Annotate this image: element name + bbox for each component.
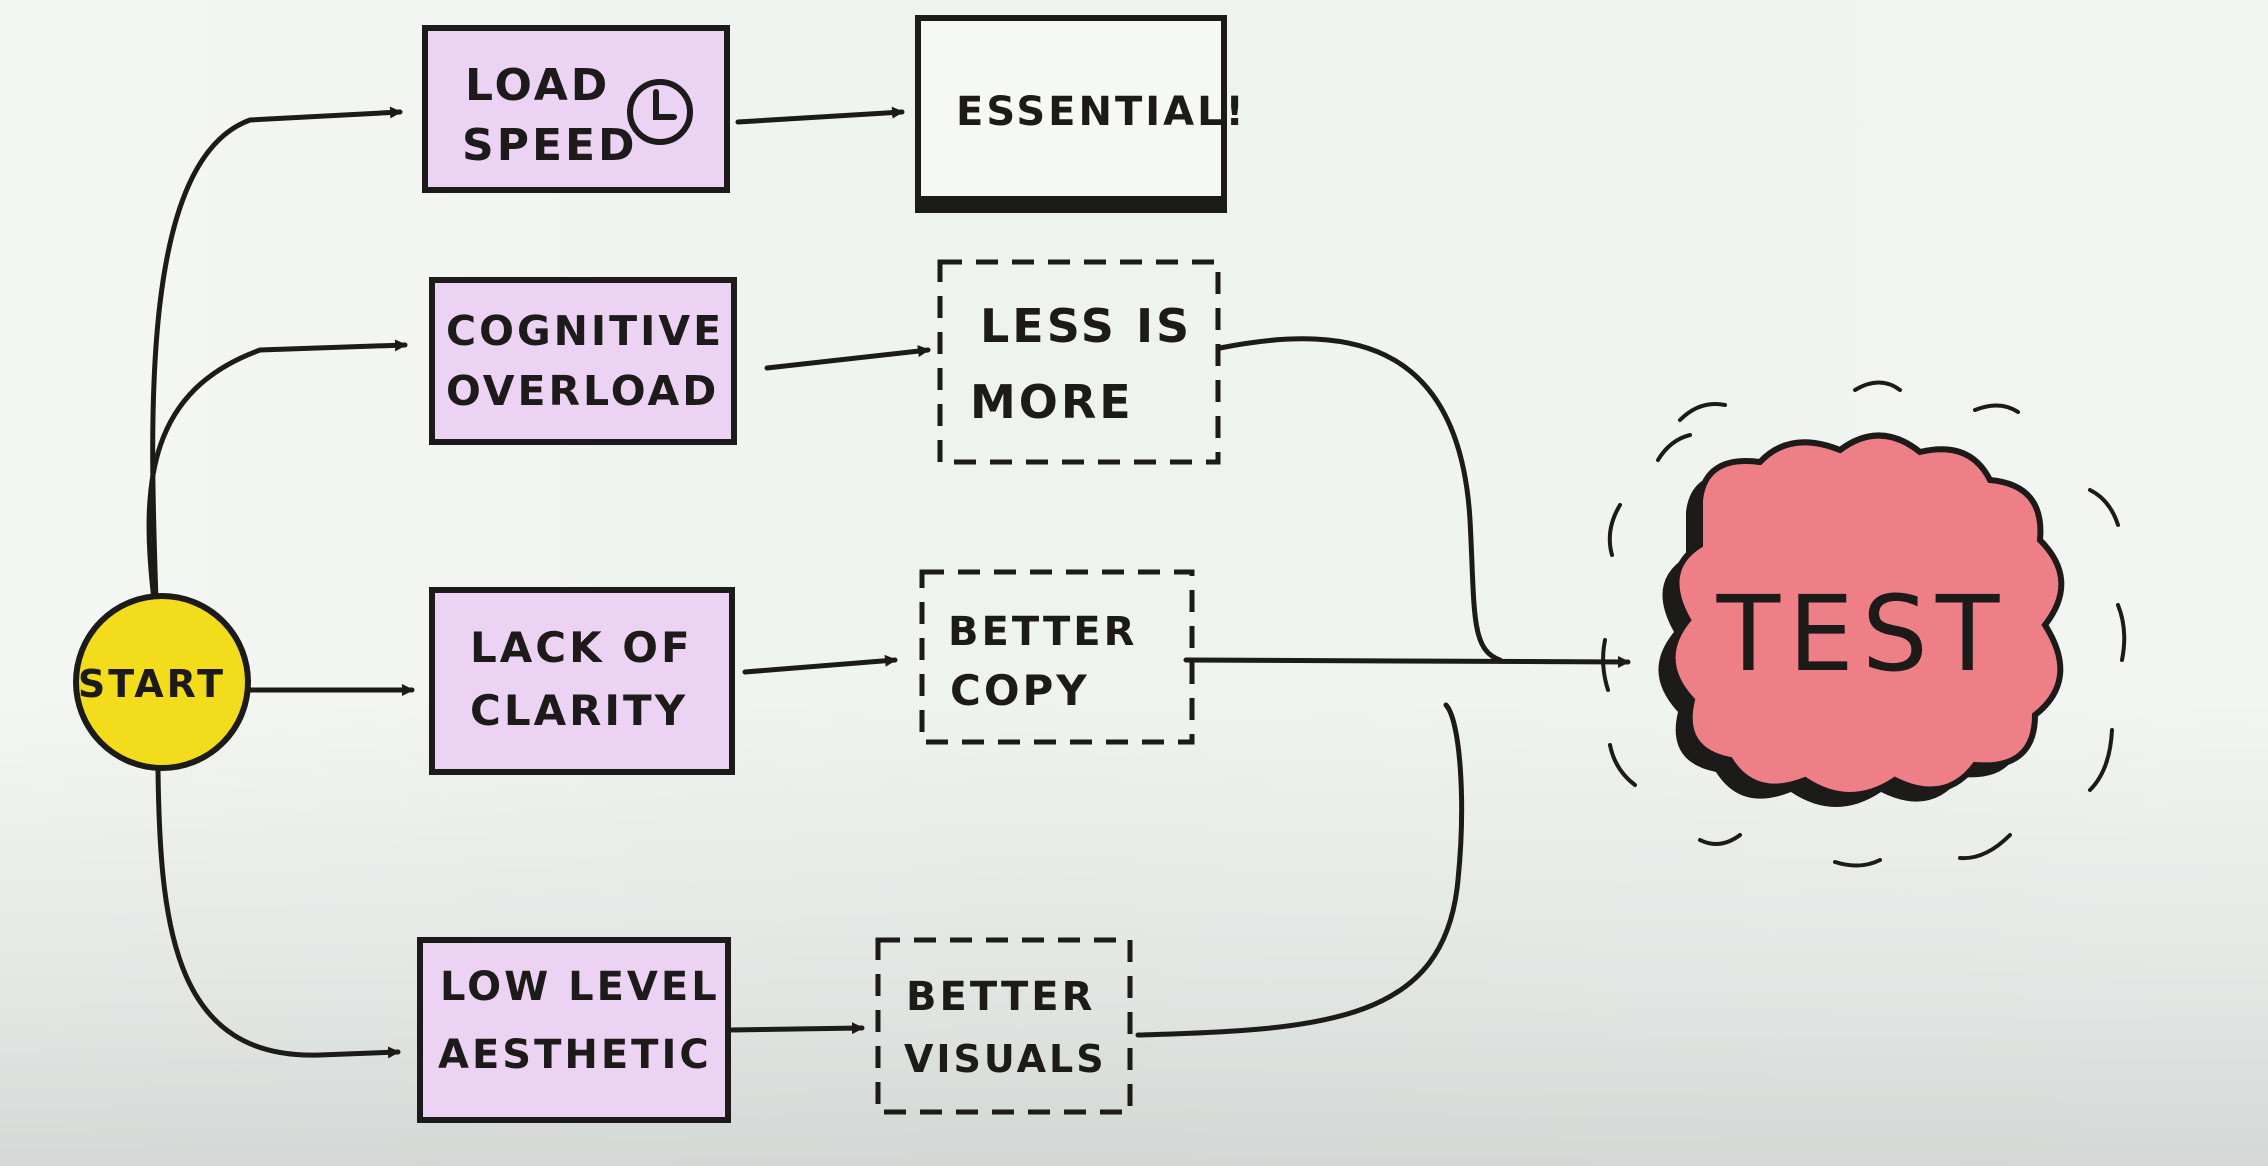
edge-load-speed-essential	[735, 106, 905, 125]
node-better-visuals: BETTER VISUALS	[875, 937, 1133, 1115]
better-visuals-line-2: VISUALS	[904, 1037, 1107, 1081]
lack-of-clarity-box	[429, 587, 735, 775]
edge-better-visuals-test	[1135, 702, 1465, 1038]
node-test: TEST	[1601, 380, 2127, 868]
low-level-aesthetic-line-1: LOW LEVEL	[440, 964, 720, 1010]
low-level-aesthetic-line-2: AESTHETIC	[438, 1032, 712, 1078]
clock-icon	[627, 79, 693, 145]
edge-low-level-aesthetic-better-visuals	[727, 1022, 865, 1035]
test-label: TEST	[1716, 573, 2008, 695]
node-better-copy: BETTER COPY	[919, 569, 1195, 745]
lack-of-clarity-line-2: CLARITY	[470, 686, 688, 735]
cognitive-overload-line-2: OVERLOAD	[446, 367, 719, 415]
lack-of-clarity-line-1: LACK OF	[470, 623, 693, 672]
edge-start-low-level-aesthetic	[155, 767, 401, 1059]
test-cloud	[1669, 432, 2065, 798]
better-copy-line-1: BETTER	[948, 609, 1137, 655]
node-cognitive-overload: COGNITIVE OVERLOAD	[429, 277, 737, 445]
load-speed-line-1: LOAD	[465, 60, 610, 111]
node-less-is-more: LESS IS MORE	[937, 259, 1221, 465]
essential-box-shadow	[918, 196, 1224, 210]
start-circle	[73, 593, 251, 771]
test-emphasis-halo	[1601, 380, 2127, 868]
essential-label: ESSENTIAL!	[956, 89, 1247, 135]
better-visuals-box	[875, 937, 1133, 1115]
connectors-problem-solution	[727, 106, 931, 1035]
better-copy-line-2: COPY	[950, 666, 1090, 715]
node-low-level-aesthetic: LOW LEVEL AESTHETIC	[417, 937, 731, 1123]
node-start: START	[73, 593, 251, 771]
node-essential: ESSENTIAL!	[915, 15, 1247, 213]
cognitive-overload-line-1: COGNITIVE	[446, 307, 724, 355]
connectors-solution-test	[1135, 336, 1631, 1038]
cognitive-overload-box	[429, 277, 737, 445]
start-label: START	[78, 662, 226, 706]
edge-cognitive-overload-less-is-more	[764, 345, 931, 371]
less-is-more-line-1: LESS IS	[980, 299, 1192, 353]
edge-lack-of-clarity-better-copy	[742, 654, 898, 675]
edge-less-is-more-test	[1217, 336, 1503, 663]
edge-start-load-speed	[150, 106, 403, 603]
node-load-speed: LOAD SPEED	[422, 25, 730, 193]
better-visuals-line-1: BETTER	[906, 974, 1095, 1020]
load-speed-line-2: SPEED	[462, 120, 638, 171]
low-level-aesthetic-box	[417, 937, 731, 1123]
load-speed-box	[422, 25, 730, 193]
connectors-start	[146, 106, 415, 1059]
better-copy-box	[919, 569, 1195, 745]
less-is-more-box	[937, 259, 1221, 465]
less-is-more-line-2: MORE	[970, 375, 1134, 429]
essential-box	[915, 15, 1227, 213]
edge-start-cognitive-overload	[146, 339, 408, 603]
node-lack-of-clarity: LACK OF CLARITY	[429, 587, 735, 775]
edge-better-copy-test	[1183, 655, 1631, 668]
